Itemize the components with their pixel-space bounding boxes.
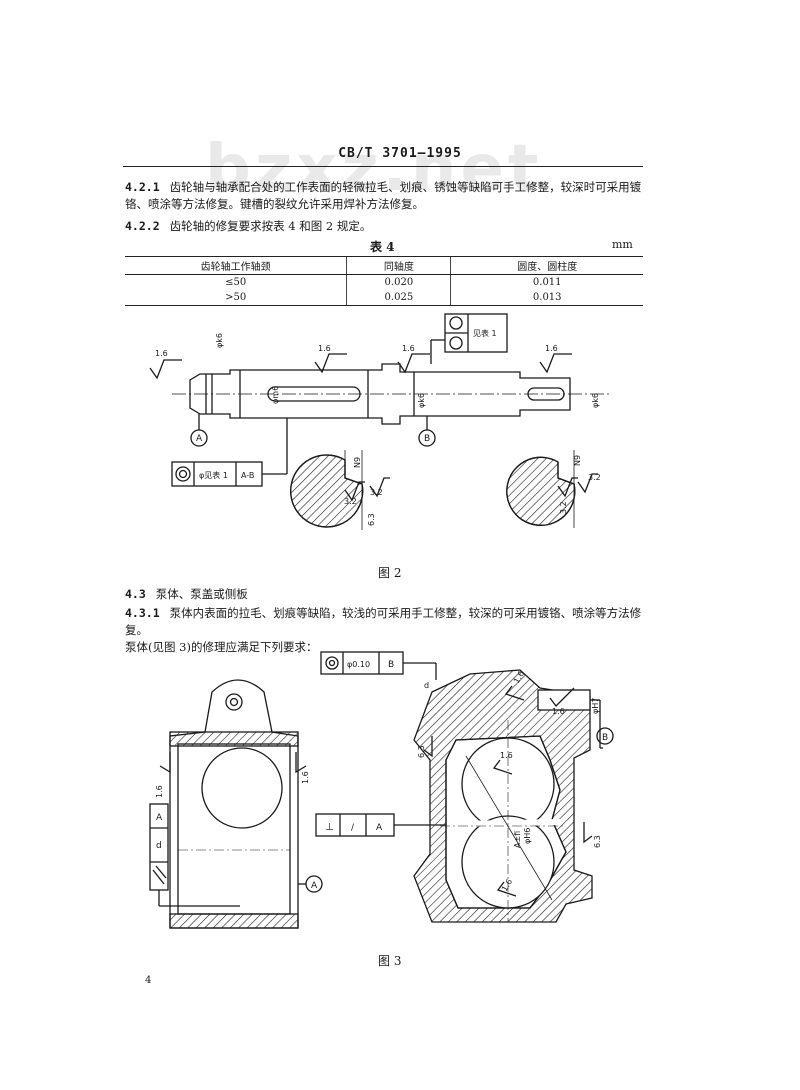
roughness-label: 6.3	[367, 513, 376, 526]
section-number: 4.2.2	[125, 219, 160, 233]
paragraph-line: 齿轮轴与轴承配合处的工作表面的轻微拉毛、划痕、锈蚀等缺陷可手工修整，较深时可采用…	[169, 180, 642, 194]
roughness-label: 3.2	[588, 473, 601, 482]
table-cell: 0.013	[450, 290, 643, 306]
tolerance-slash: /	[351, 823, 355, 833]
table-cell: ≤50	[225, 277, 247, 288]
paragraph-line: 铬、喷涂等方法修复。键槽的裂纹允许采用焊补方法修复。	[125, 197, 424, 211]
table-cell: 0.025	[346, 290, 451, 306]
watermark: bzxz.net	[205, 132, 543, 206]
tolerance-datum: A-B	[241, 471, 254, 480]
dimension-label: φk6	[591, 393, 600, 408]
section-number: 4.3	[125, 587, 146, 601]
header-rule	[123, 166, 643, 167]
roughness-label: 1.6	[402, 344, 415, 353]
figure-2-drawing: 1.6 1.6 1.6 1.6 见表 1 A B φ见表 1 A-B φk6 φ…	[149, 313, 612, 530]
table-header-cell: 齿轮轴工作轴颈	[125, 256, 347, 275]
table-row: ≤50 0.020 0.011	[125, 274, 643, 290]
roughness-label: 1.6	[301, 771, 310, 784]
dimension-label: φm6	[271, 386, 280, 404]
paragraph-line: 泵体内表面的拉毛、划痕等缺陷，较浅的可采用手工修整，较深的可采用镀铬、喷涂等方法…	[125, 606, 642, 637]
roughness-label: 6.3	[593, 835, 602, 848]
keyway-label: N9	[573, 455, 582, 466]
dimension-label: φk6	[215, 333, 224, 348]
keyway-label: N9	[353, 457, 362, 468]
paragraph-line: 齿轮轴的修复要求按表 4 和图 2 规定。	[169, 219, 372, 233]
datum-b-label: B	[424, 434, 430, 444]
figure-3-caption: 图 3	[378, 954, 402, 968]
page-header: CB/T 3701—1995	[338, 146, 462, 161]
datum-a-label: A	[156, 813, 163, 823]
section-number: 4.2.1	[125, 180, 160, 194]
tolerance-value: φ见表 1	[199, 470, 228, 480]
section-4-3: 4.3 泵体、泵盖或侧板	[125, 586, 645, 603]
roughness-label: 3.2	[344, 497, 357, 506]
datum-a-label: A	[196, 434, 203, 444]
dimension-label: d	[424, 681, 429, 690]
table-unit: mm	[612, 238, 633, 251]
dimension-label: φH7	[591, 698, 600, 714]
roughness-label: 1.6	[500, 751, 513, 760]
roughness-label: 1.6	[318, 344, 331, 353]
dimension-label: φH6	[523, 828, 532, 844]
table-cell: 0.020	[346, 274, 451, 290]
table-row: >50 0.025 0.013	[125, 290, 643, 306]
roughness-label: 1.6	[155, 349, 168, 358]
figure-3-drawing: φ0.10 B ⊥ / A A d A B 1.6 1.6 1.6 1.6 1.…	[149, 651, 614, 929]
table-header-row: 齿轮轴工作轴颈 同轴度 圆度、圆柱度	[125, 256, 643, 275]
roughness-label: 3.2	[370, 488, 383, 497]
section-number: 4.3.1	[125, 606, 160, 620]
see-table-label: 见表 1	[473, 328, 497, 338]
dimension-label: A±fi	[513, 831, 522, 848]
table-header-cell: 圆度、圆柱度	[450, 256, 643, 275]
tolerance-value: φ0.10	[347, 660, 370, 669]
section-4-2-1: 4.2.1 齿轮轴与轴承配合处的工作表面的轻微拉毛、划痕、锈蚀等缺陷可手工修整，较…	[125, 179, 645, 213]
section-title: 泵体、泵盖或侧板	[155, 587, 248, 601]
roughness-label: 1.6	[545, 344, 558, 353]
page-number: 4	[145, 975, 152, 986]
datum-a-label: A	[376, 823, 383, 833]
dimension-label: φk6	[417, 393, 426, 408]
paragraph-line: 泵体(见图 3)的修理应满足下列要求：	[125, 640, 318, 654]
perpendicularity-symbol: ⊥	[325, 822, 334, 833]
table-header-cell: 同轴度	[346, 256, 451, 275]
dimension-label: d	[156, 841, 162, 851]
roughness-label: 6.3	[417, 745, 426, 758]
section-4-2-2: 4.2.2 齿轮轴的修复要求按表 4 和图 2 规定。	[125, 218, 645, 235]
figure-2-caption: 图 2	[378, 566, 402, 580]
roughness-label: 1.6	[552, 707, 565, 716]
datum-a-label: A	[311, 881, 318, 891]
roughness-label: 3.2	[559, 501, 568, 514]
datum-b-label: B	[388, 660, 394, 670]
table-title: 表 4	[370, 240, 395, 254]
datum-b-label: B	[602, 733, 608, 743]
roughness-label: 1.6	[155, 785, 164, 798]
table-cell: 0.011	[450, 274, 643, 290]
table-4: 齿轮轴工作轴颈 同轴度 圆度、圆柱度 ≤50 0.020 0.011 >50 0…	[125, 256, 643, 306]
table-cell: >50	[125, 290, 347, 306]
